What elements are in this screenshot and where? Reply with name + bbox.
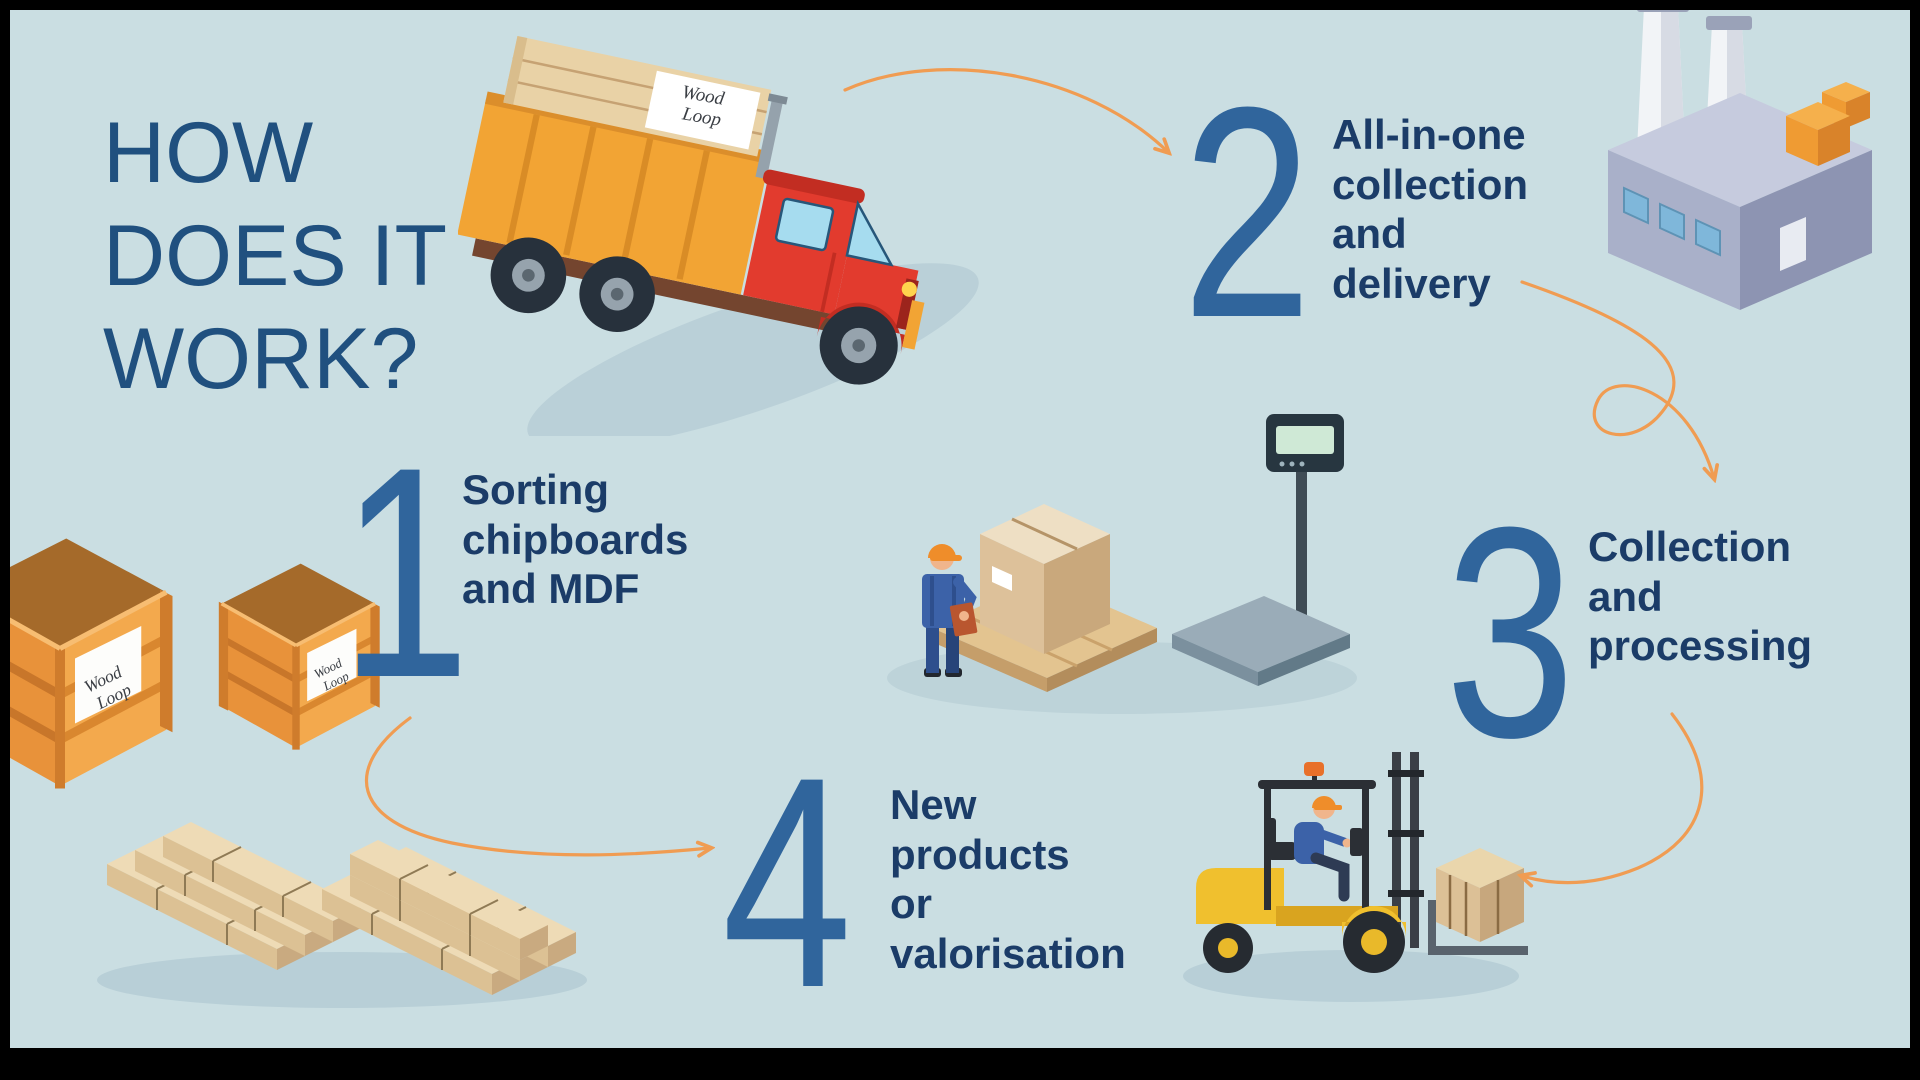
seat [1268, 842, 1296, 860]
warning-beacon [1304, 762, 1324, 776]
forklift-driver [1294, 796, 1363, 902]
platform-scale [1172, 414, 1350, 686]
page-title: HOW DOES IT WORK? [103, 102, 447, 412]
wood-planks-illustration [97, 821, 587, 1008]
step-1-number: 1 [340, 404, 471, 740]
forklift-mast [1388, 752, 1424, 948]
forklift-load [1428, 848, 1528, 955]
step-2-label: All-in-one collection and delivery [1332, 110, 1528, 308]
forklift-body [1196, 762, 1398, 926]
infographic-canvas: HOW DOES IT WORK? [10, 10, 1910, 1048]
step-2-line-3: and [1332, 210, 1407, 258]
truck-windshield [845, 200, 894, 267]
step-3-number: 3 [1445, 464, 1576, 800]
step-3-line-2: and [1588, 572, 1663, 620]
forklift-wheels [1203, 906, 1406, 973]
crate-left [10, 539, 173, 789]
factory-door [1780, 217, 1806, 271]
truck-exhaust-cap [767, 93, 788, 105]
worker-weighing-illustration [887, 414, 1357, 714]
forklift-illustration [1183, 752, 1528, 1002]
truck-wheels [490, 237, 898, 385]
truck-exhaust-pipe [755, 100, 783, 180]
seat-back [1266, 818, 1276, 848]
truck-side-window [774, 197, 835, 252]
factory-illustration [1608, 10, 1872, 310]
step-1-line-1: Sorting [462, 466, 609, 513]
cardboard-box [980, 504, 1110, 654]
step-1-line-3: and MDF [462, 565, 640, 613]
scale-deck [1172, 596, 1350, 672]
truck-bumper [902, 300, 925, 350]
step-4-line-4: valorisation [890, 929, 1126, 977]
truck-woodloop-sign: Wood Loop [644, 70, 761, 150]
hard-hat-brim [930, 555, 962, 561]
step-4-line-2: products [890, 830, 1070, 878]
scale-screen [1276, 426, 1334, 454]
step-4-label: New products or valorisation [890, 780, 1126, 978]
worker-hand [959, 611, 969, 621]
truck-headlight [901, 281, 917, 297]
scale-pole [1296, 472, 1307, 620]
step-1-label: Sorting chipboards and MDF [462, 465, 688, 614]
step-3-label: Collection and processing [1588, 522, 1812, 671]
step-3-line-1: Collection [1588, 523, 1792, 570]
factory-windows [1623, 186, 1721, 257]
fork-blade [1428, 946, 1528, 955]
step-1-line-2: chipboards [462, 515, 689, 563]
driver-hand [1342, 838, 1352, 848]
step-2-line-2: collection [1332, 160, 1529, 208]
truck-chassis [472, 238, 895, 345]
factory-orange-containers [1786, 82, 1870, 166]
forklift-shadow [1183, 950, 1519, 1002]
steering-console [1350, 828, 1363, 856]
step-2-number: 2 [1182, 44, 1313, 380]
step-2-line-1: All-in-one [1332, 111, 1526, 158]
title-line-2: DOES IT [103, 208, 448, 305]
step-2-line-4: delivery [1332, 259, 1491, 307]
dump-truck-illustration: Wood Loop [458, 35, 979, 436]
hard-hat [928, 544, 956, 558]
title-line-1: HOW [103, 105, 314, 201]
step-4-number: 4 [722, 714, 853, 1048]
step-3-line-3: processing [1588, 622, 1813, 670]
title-line-3: WORK? [103, 311, 419, 408]
step-4-line-3: or [890, 880, 932, 928]
box-label [992, 566, 1012, 591]
step-4-line-1: New [890, 781, 977, 828]
worker [922, 544, 978, 677]
overhead-guard [1258, 780, 1376, 789]
